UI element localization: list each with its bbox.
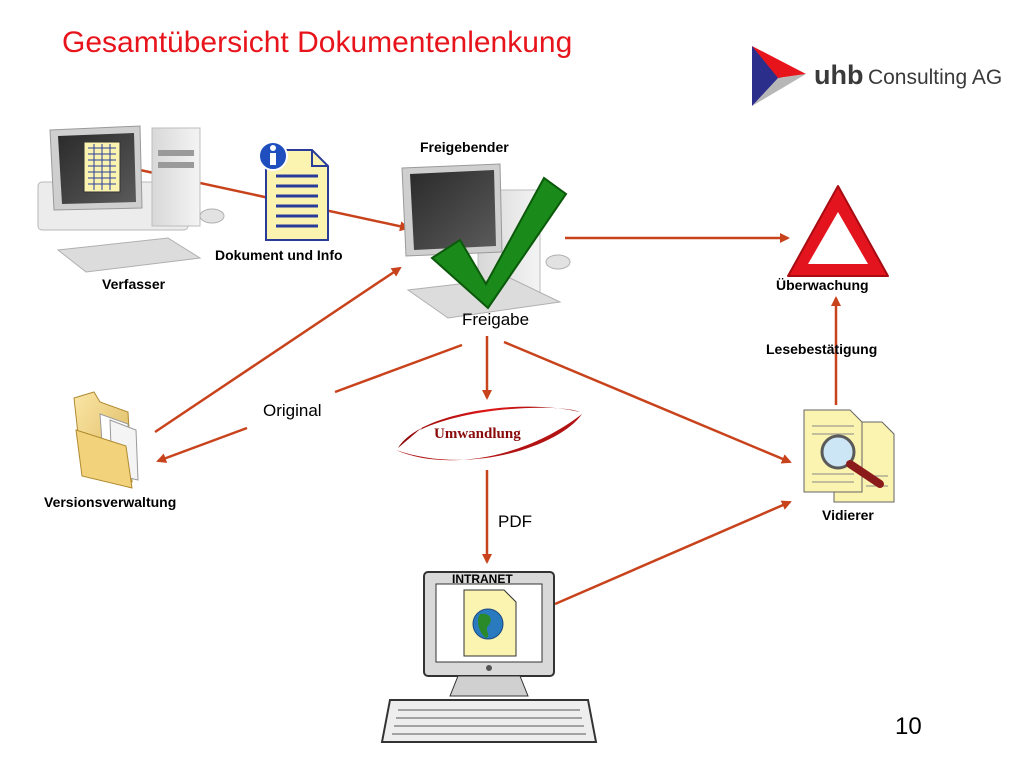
intranet-computer-icon bbox=[380, 571, 598, 743]
original-label: Original bbox=[263, 401, 322, 420]
ueberwachung-label: Überwachung bbox=[776, 277, 869, 293]
vidierer-label: Vidierer bbox=[822, 507, 874, 523]
review-documents-icon bbox=[803, 409, 895, 503]
verfasser-computer-icon bbox=[37, 125, 225, 273]
verfasser-label: Verfasser bbox=[102, 276, 166, 292]
page-number: 10 bbox=[895, 713, 922, 740]
document-info-icon bbox=[258, 141, 329, 241]
lesebestaetigung-label: Lesebestätigung bbox=[766, 341, 878, 357]
folder-icon bbox=[73, 391, 139, 489]
versionsverwaltung-label: Versionsverwaltung bbox=[44, 494, 177, 510]
arrow-intranet-to-vidierer bbox=[554, 500, 792, 606]
arrow-freigabe-to-original bbox=[334, 343, 463, 394]
arrow-original-to-versionen bbox=[156, 426, 248, 463]
logo-bold: uhb bbox=[814, 60, 864, 90]
approval-check-icon bbox=[430, 176, 568, 310]
document-info-label: Dokument und Info bbox=[215, 247, 343, 263]
arrow-freigabe-to-vidierer bbox=[503, 340, 792, 464]
intranet-label: INTRANET bbox=[452, 572, 513, 586]
logo-mark-icon bbox=[752, 46, 806, 106]
pdf-label: PDF bbox=[498, 512, 532, 531]
page-title: Gesamtübersicht Dokumentenlenkung bbox=[62, 26, 573, 59]
umwandlung-label: Umwandlung bbox=[434, 426, 521, 442]
logo-text: uhb Consulting AG bbox=[814, 60, 1002, 91]
arrow-versionen-to-freigebender bbox=[154, 266, 402, 434]
company-logo bbox=[748, 44, 808, 113]
umwandlung-ribbon-icon bbox=[396, 406, 582, 461]
freigabe-label: Freigabe bbox=[462, 310, 530, 329]
freigebender-label: Freigebender bbox=[420, 139, 509, 155]
warning-triangle-icon bbox=[787, 185, 889, 277]
logo-rest: Consulting AG bbox=[867, 66, 1003, 89]
